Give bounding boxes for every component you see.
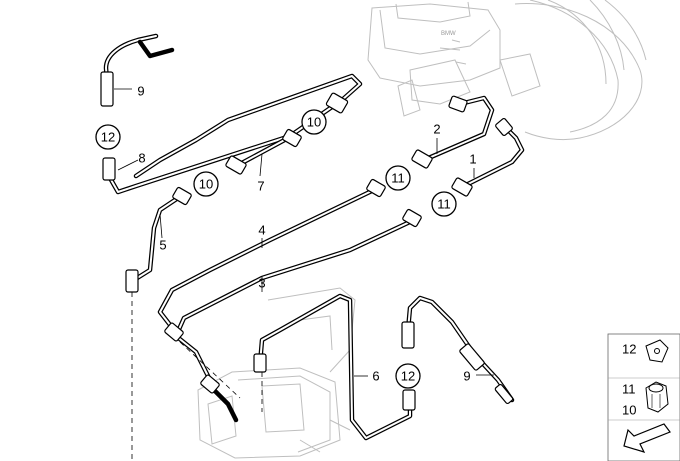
legend-label-11: 11 <box>622 382 636 397</box>
callout-1: 1 <box>469 152 476 167</box>
master-cylinder-ghost: BMW <box>367 1 501 117</box>
callout-6: 6 <box>372 369 379 384</box>
brake-pipes <box>103 33 525 441</box>
legend-label-12: 12 <box>622 342 636 357</box>
legend-label-10: 10 <box>622 403 636 418</box>
callout-4: 4 <box>258 223 265 238</box>
circled-callouts: 12 10 10 11 11 12 <box>95 109 457 389</box>
arrow-icon <box>623 423 671 453</box>
circled-callout-11-b: 11 <box>437 197 451 212</box>
callout-8: 8 <box>138 151 145 166</box>
circled-callout-10-a: 10 <box>307 115 321 130</box>
callout-2: 2 <box>433 122 440 137</box>
brake-booster-ghost <box>499 0 647 141</box>
parts-legend: 12 11 10 <box>607 333 680 461</box>
circled-callout-12-bottom: 12 <box>401 369 415 384</box>
clip-icon <box>645 339 669 363</box>
fittings <box>100 71 514 411</box>
part-callouts: 9 8 7 5 4 3 2 1 6 9 <box>137 84 476 384</box>
circled-callout-10-b: 10 <box>199 177 213 192</box>
abs-unit-ghost <box>197 287 356 459</box>
dashed-guides <box>131 292 263 461</box>
svg-text:BMW: BMW <box>441 31 456 37</box>
callout-9-bottom: 9 <box>463 369 470 384</box>
circled-callout-12-top: 12 <box>101 130 115 145</box>
nut-icon <box>645 381 669 413</box>
callout-5: 5 <box>159 238 166 253</box>
callout-7: 7 <box>257 179 264 194</box>
callout-9-top: 9 <box>137 84 144 99</box>
circled-callout-11-a: 11 <box>391 171 405 186</box>
leader-lines <box>114 88 494 377</box>
callout-3: 3 <box>258 276 265 291</box>
